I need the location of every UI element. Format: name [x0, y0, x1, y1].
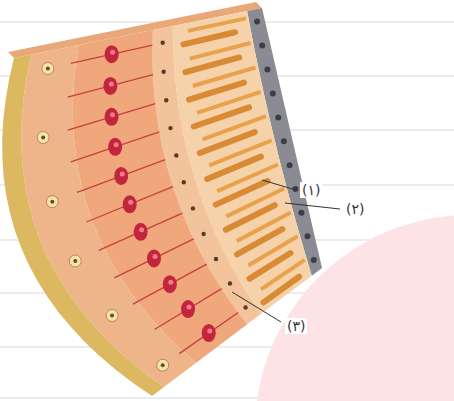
leader-line: [285, 203, 340, 209]
ganglion-cell: [42, 63, 54, 75]
nucleus: [182, 180, 186, 184]
nucleus: [214, 257, 218, 261]
bipolar-cell: [108, 138, 122, 156]
cell-highlight: [168, 280, 173, 285]
bipolar-fiber: [71, 132, 159, 162]
rod-cell: [197, 92, 261, 113]
nucleus: [201, 232, 205, 236]
cone-cell: [189, 83, 244, 100]
nucleus: [228, 281, 232, 285]
bipolar-fiber: [68, 75, 153, 98]
cell-highlight: [187, 305, 192, 310]
callout-number: (۱): [300, 182, 322, 198]
leader-line: [262, 180, 296, 190]
cell-highlight: [120, 171, 125, 176]
cell-highlight: [110, 112, 115, 117]
cone-cell: [263, 277, 299, 303]
nucleus: [50, 200, 54, 204]
pigment-cell: [270, 91, 276, 97]
bipolar-fiber: [86, 187, 173, 222]
ganglion-cell: [46, 196, 58, 208]
cone-cell: [183, 32, 235, 44]
nucleus: [161, 363, 165, 367]
bipolar-cell: [103, 77, 117, 95]
bipolar-fiber: [77, 160, 165, 193]
pigment-cell: [298, 210, 304, 216]
bipolar-fiber: [114, 239, 193, 278]
pigment-cell: [264, 67, 270, 73]
nucleus: [161, 70, 165, 74]
cone-cell: [186, 57, 240, 72]
nucleus: [73, 259, 77, 263]
bipolar-cell: [202, 324, 216, 342]
cell-highlight: [110, 50, 115, 55]
bipolar-cell: [147, 249, 161, 267]
bipolar-fiber: [179, 313, 238, 354]
cell-highlight: [139, 227, 144, 232]
bipolar-fiber: [133, 264, 207, 304]
bipolar-fiber: [68, 104, 156, 131]
ganglion-cell: [106, 309, 118, 321]
ganglion-cell: [157, 359, 169, 371]
cell-highlight: [207, 329, 212, 334]
rod-cell: [203, 116, 267, 139]
rod-cell: [209, 140, 272, 165]
leader-line: [232, 292, 281, 322]
bipolar-cell: [134, 223, 148, 241]
pigment-cell: [305, 233, 311, 239]
bipolar-fiber: [155, 289, 222, 330]
pigment-cell: [275, 114, 281, 120]
nucleus: [110, 313, 114, 317]
cell-highlight: [152, 254, 157, 259]
bipolar-cell: [114, 167, 128, 185]
nucleus: [243, 305, 247, 309]
bipolar-fiber: [71, 45, 153, 63]
nucleus: [46, 67, 50, 71]
pigment-cell: [281, 138, 287, 144]
pigment-cell: [311, 257, 317, 263]
fiber-layer: [2, 55, 164, 397]
bipolar-fiber: [99, 213, 183, 250]
bipolar-cell: [163, 275, 177, 293]
nucleus: [191, 206, 195, 210]
ganglion-cell: [37, 131, 49, 143]
cell-highlight: [128, 200, 133, 205]
nucleus: [168, 126, 172, 130]
rod-cell: [188, 18, 246, 30]
pigment-cell: [254, 19, 260, 25]
bipolar-cell: [123, 195, 137, 213]
nucleus: [160, 41, 164, 45]
nucleus: [41, 135, 45, 139]
nucleus: [174, 153, 178, 157]
bipolar-cell: [105, 108, 119, 126]
cell-highlight: [109, 81, 114, 86]
callout-number: (۲): [344, 201, 366, 217]
cell-highlight: [114, 142, 119, 147]
bipolar-cell: [105, 45, 119, 63]
pigment-cell: [287, 162, 293, 168]
ganglion-cell: [69, 255, 81, 267]
pigment-cell: [259, 43, 265, 49]
ganglion-layer: [21, 45, 196, 387]
bipolar-cell: [181, 300, 195, 318]
nucleus: [164, 98, 168, 102]
callout-number: (۳): [285, 318, 307, 334]
